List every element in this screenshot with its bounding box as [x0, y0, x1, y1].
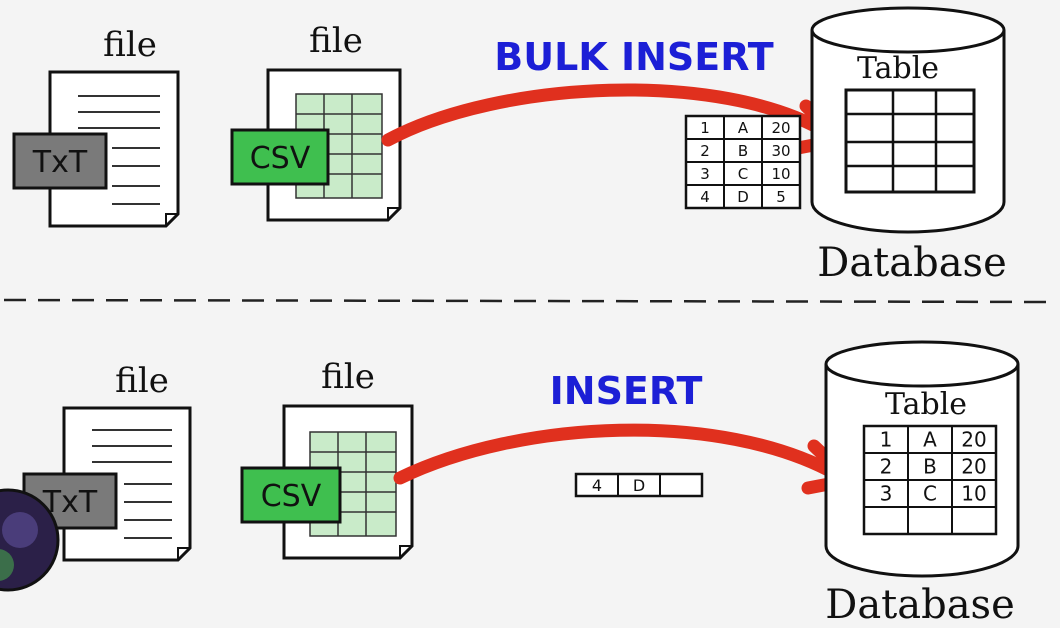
csv-badge-label-bottom: CSV: [261, 479, 322, 514]
csv-badge-top: CSV: [230, 128, 330, 186]
batch-data-table: 1 A 20 2 B 30 3 C 10 4 D 5: [684, 114, 802, 210]
table-cell: B: [923, 455, 937, 479]
table-cell: 4: [700, 188, 710, 206]
table-cell: 1: [700, 119, 710, 137]
txt-badge-top: TxT: [12, 132, 108, 190]
table-cell: B: [738, 142, 748, 160]
table-cell: A: [923, 428, 937, 452]
table-cell: D: [737, 188, 749, 206]
section-divider: [3, 298, 1057, 304]
table-cell: 30: [771, 142, 790, 160]
csv-badge-label-top: CSV: [250, 141, 311, 176]
operation-label-bulk-insert: BULK INSERT: [494, 35, 774, 79]
table-cell: 3: [700, 165, 710, 183]
table-cell: C: [923, 482, 937, 506]
grid-frame: [574, 472, 704, 498]
database-label-bottom: Database: [825, 582, 1015, 628]
table-cell: 1: [880, 428, 893, 452]
database-label-top: Database: [817, 240, 1007, 286]
file-caption-csv-bottom: file: [321, 357, 375, 397]
operation-label-insert: INSERT: [550, 369, 703, 413]
table-cell: 5: [776, 188, 786, 206]
txt-badge-label-top: TxT: [32, 145, 88, 180]
table-cell: 2: [700, 142, 710, 160]
table-cell: 20: [961, 455, 986, 479]
database-cylinder-top: [810, 6, 1006, 234]
database-table-bottom: 1 A 20 2 B 20 3 C 10: [862, 424, 998, 536]
table-cell: 10: [961, 482, 986, 506]
file-caption-csv-top: file: [309, 21, 363, 61]
table-label-top: Table: [857, 51, 939, 86]
file-caption-txt-bottom: file: [115, 361, 169, 401]
table-cell: 10: [771, 165, 790, 183]
table-label-bottom: Table: [885, 387, 967, 422]
table-cell: D: [633, 476, 645, 495]
table-cell: A: [738, 119, 749, 137]
webcam-overlay: [0, 488, 60, 592]
table-cell: 3: [880, 482, 893, 506]
table-cell: 20: [771, 119, 790, 137]
table-cell: 2: [880, 455, 893, 479]
file-caption-txt-top: file: [103, 25, 157, 65]
csv-badge-bottom: CSV: [240, 466, 342, 524]
table-cell: 4: [592, 476, 602, 495]
table-cell: 20: [961, 428, 986, 452]
table-cell: C: [738, 165, 748, 183]
